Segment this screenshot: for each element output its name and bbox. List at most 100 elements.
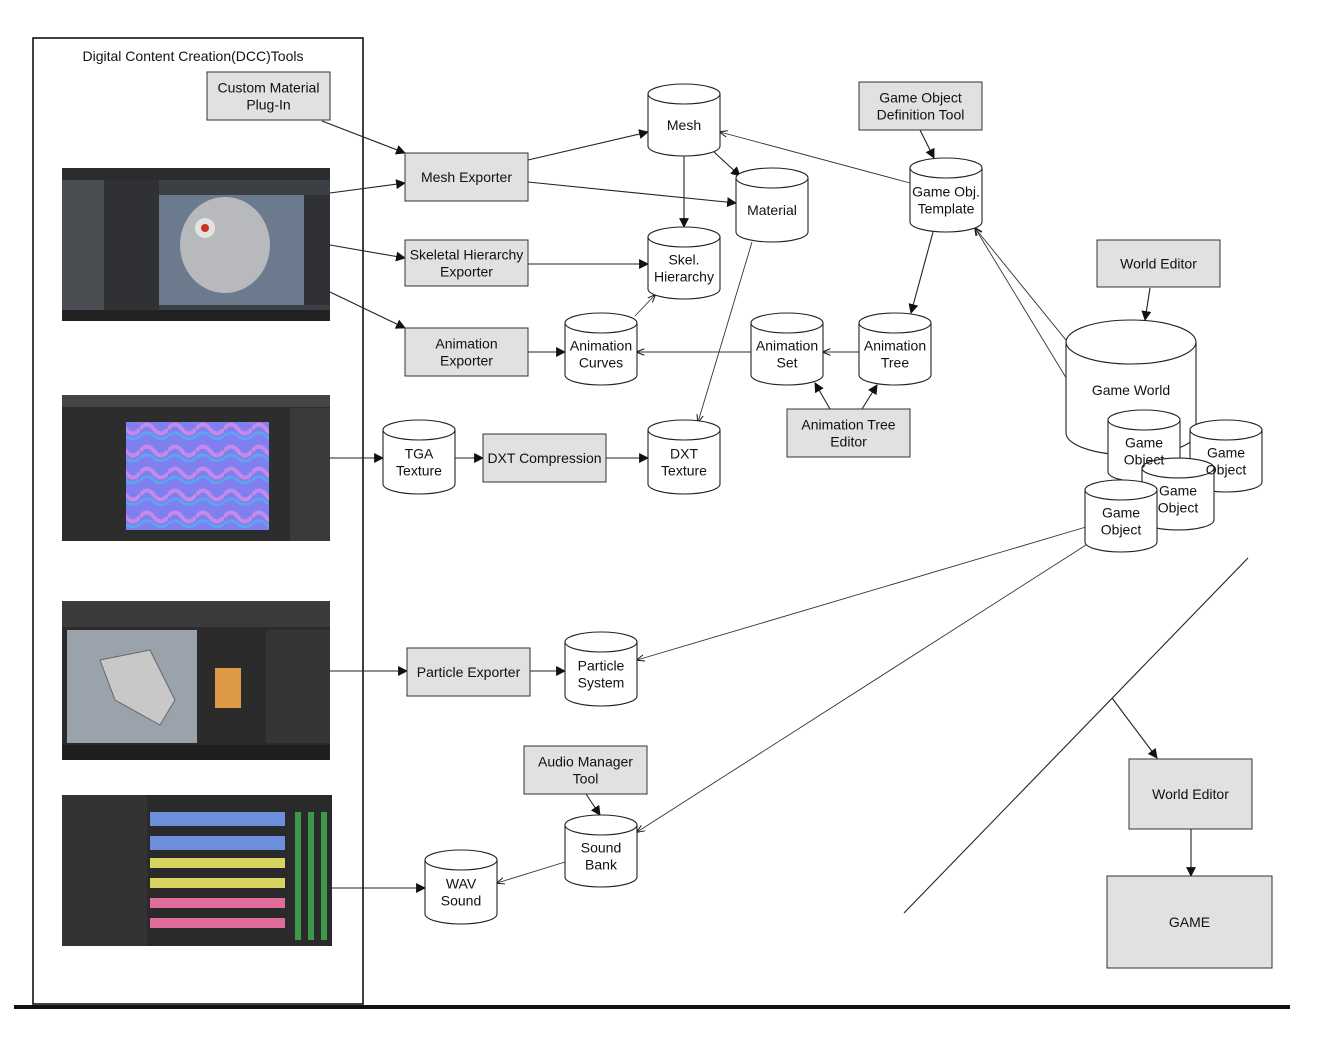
- anim-exporter-box[interactable]: [404, 327, 529, 377]
- dcc-panel-title: Digital Content Creation(DCC)Tools: [83, 48, 304, 64]
- go-template-label: Template: [918, 201, 975, 217]
- nodes: [206, 71, 1273, 969]
- dxt-compression-box[interactable]: [482, 433, 607, 483]
- world-editor-bottom-text: World Editor: [1152, 786, 1229, 802]
- particle-system-cylinder[interactable]: [564, 631, 638, 707]
- 3d-modeling-tool-screenshot: [62, 168, 330, 321]
- wav-label: WAV: [446, 876, 477, 892]
- game-object-4-label: Object: [1101, 522, 1142, 538]
- connector-arrow: [329, 291, 406, 329]
- audio-manager-box[interactable]: [523, 745, 648, 795]
- connector-arrow: [720, 132, 911, 184]
- anim-tree-editor-box[interactable]: [786, 408, 911, 458]
- sound-bank-cylinder[interactable]: [564, 814, 638, 888]
- mesh-label: Mesh: [667, 117, 701, 133]
- anim-set-label: Set: [776, 355, 797, 371]
- connector-arrow: [1141, 287, 1152, 321]
- world-editor-bottom-label: World Editor: [1152, 786, 1229, 802]
- texture-painting-tool-screenshot: [62, 395, 330, 541]
- connector-arrow: [861, 384, 878, 410]
- particle-effects-tool-screenshot: [62, 601, 330, 760]
- anim-tree-label: Tree: [881, 355, 909, 371]
- connector-arrow: [698, 241, 753, 422]
- anim-curves-cylinder[interactable]: [564, 312, 638, 386]
- skeletal-exporter-label: Skeletal Hierarchy: [410, 247, 524, 263]
- connector-arrow: [321, 120, 406, 155]
- tga-cylinder[interactable]: [382, 419, 456, 495]
- mesh-exporter-box[interactable]: [404, 152, 529, 202]
- particle-system-label: System: [578, 675, 625, 691]
- god-tool-box[interactable]: [858, 81, 983, 131]
- custom-material-label: Plug-In: [246, 97, 290, 113]
- world-editor-top-text: World Editor: [1120, 256, 1197, 272]
- dcc-tools-panel: Digital Content Creation(DCC)Tools: [32, 37, 364, 1005]
- connector-arrow: [814, 382, 831, 410]
- connector-arrow: [1111, 697, 1158, 759]
- connector-arrow: [329, 244, 406, 262]
- god-tool-label: Definition Tool: [877, 107, 965, 123]
- sound-bank-label: Bank: [585, 857, 618, 873]
- world-editor-top-box[interactable]: [1096, 239, 1221, 288]
- go-template-cylinder[interactable]: [909, 157, 983, 233]
- god-tool-label: Game Object: [879, 90, 962, 106]
- connector-arrow: [908, 231, 934, 314]
- skel-cylinder[interactable]: [647, 226, 721, 300]
- wav-cylinder[interactable]: [424, 849, 498, 925]
- sound-bank-label: Sound: [581, 840, 621, 856]
- anim-exporter-label: Animation: [435, 336, 497, 352]
- world-editor-bottom-box[interactable]: [1128, 758, 1253, 830]
- connector-arrow: [527, 181, 737, 208]
- connector-arrow: [585, 793, 601, 816]
- particle-exporter-box[interactable]: [406, 647, 531, 697]
- game-world-text: Game World: [1092, 382, 1170, 398]
- anim-exporter-label: Exporter: [440, 353, 493, 369]
- game-object-2-label: Game: [1207, 445, 1245, 461]
- custom-material-label: Custom Material: [218, 80, 320, 96]
- anim-tree-editor-label: Animation Tree: [801, 417, 895, 433]
- particle-exporter-label: Particle Exporter: [417, 664, 521, 680]
- anim-set-cylinder[interactable]: [750, 312, 824, 386]
- go-template-label: Game Obj.: [912, 184, 980, 200]
- dxt-texture-cylinder[interactable]: [647, 419, 721, 495]
- game-text: GAME: [1169, 914, 1210, 930]
- skel-label: Skel.: [668, 252, 699, 268]
- anim-curves-label: Curves: [579, 355, 623, 371]
- skeletal-exporter-box[interactable]: [404, 239, 529, 287]
- connections: [321, 120, 1249, 914]
- game-box[interactable]: [1106, 875, 1273, 969]
- game-world-label: Game World: [1092, 382, 1170, 398]
- world-editor-top-label: World Editor: [1120, 256, 1197, 272]
- mesh-cylinder[interactable]: [647, 83, 721, 157]
- dxt-texture-label: Texture: [661, 463, 707, 479]
- custom-material-box[interactable]: [206, 71, 331, 121]
- audio-editing-tool-screenshot: [62, 795, 332, 946]
- game-object-1-label: Object: [1124, 452, 1165, 468]
- anim-tree-label: Animation: [864, 338, 926, 354]
- connector-arrow: [713, 151, 741, 177]
- game-object-3-label: Game: [1159, 483, 1197, 499]
- material-text: Material: [747, 202, 797, 218]
- tga-label: TGA: [405, 446, 434, 462]
- anim-tree-cylinder[interactable]: [858, 312, 932, 386]
- skeletal-exporter-label: Exporter: [440, 264, 493, 280]
- dxt-compression-text: DXT Compression: [487, 450, 601, 466]
- game-object-4-cylinder[interactable]: [1084, 479, 1158, 553]
- material-cylinder[interactable]: [735, 167, 809, 243]
- connector-arrow: [919, 129, 935, 159]
